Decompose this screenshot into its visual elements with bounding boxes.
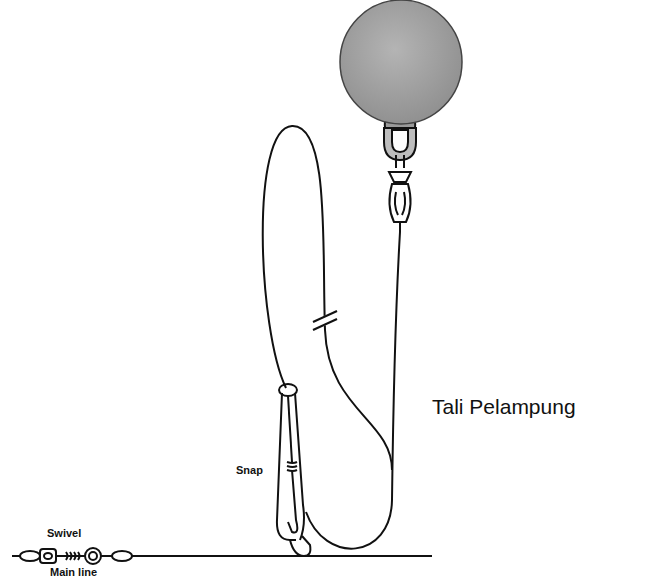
clip-connector: [389, 155, 411, 232]
part-label: Snap: [236, 464, 263, 476]
part-label: Tali Pelampung: [432, 395, 576, 418]
float-line-loop: [263, 126, 392, 470]
break-mark: [313, 311, 337, 330]
part-label: Main line: [50, 566, 97, 578]
swivel-symbol: [20, 548, 132, 564]
buoy-float: [340, 0, 462, 160]
float-line: [306, 232, 400, 549]
snap-clip: [277, 384, 310, 556]
part-label: Swivel: [47, 527, 81, 539]
